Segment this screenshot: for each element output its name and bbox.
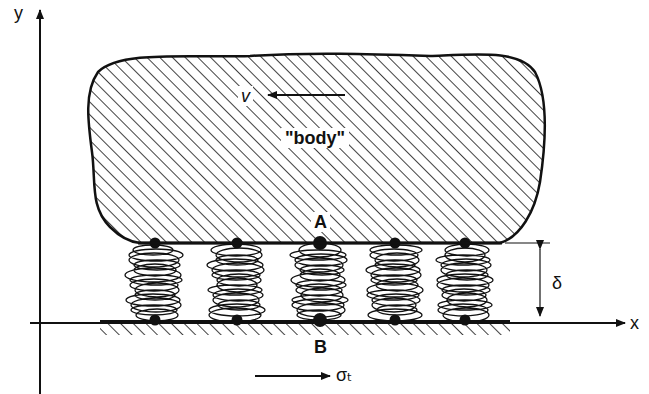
spring-coil — [207, 244, 265, 322]
extension-line — [505, 242, 550, 243]
point-label: A — [311, 212, 330, 232]
attachment-dot — [460, 315, 471, 326]
axis-label: x — [630, 314, 639, 332]
stress-label: σₜ — [336, 366, 352, 384]
stress-arrow — [255, 375, 330, 377]
attachment-dot — [232, 315, 243, 326]
spring-group — [125, 236, 493, 327]
attachment-dot — [313, 313, 327, 327]
y-axis — [39, 10, 41, 394]
spring-coil — [366, 245, 423, 321]
spring-coil — [125, 245, 183, 321]
dimension-label: δ — [552, 274, 562, 292]
x-axis — [30, 322, 625, 324]
spring-coil — [436, 244, 493, 322]
velocity-label: v — [238, 86, 253, 106]
point-label: B — [311, 337, 330, 357]
axis-label: y — [14, 4, 23, 22]
attachment-dot — [390, 315, 401, 326]
spring-coil — [290, 243, 348, 320]
ground-hatching — [100, 323, 510, 335]
body-label: "body" — [281, 128, 349, 148]
attachment-dot — [150, 315, 161, 326]
dimension-line — [539, 249, 540, 316]
